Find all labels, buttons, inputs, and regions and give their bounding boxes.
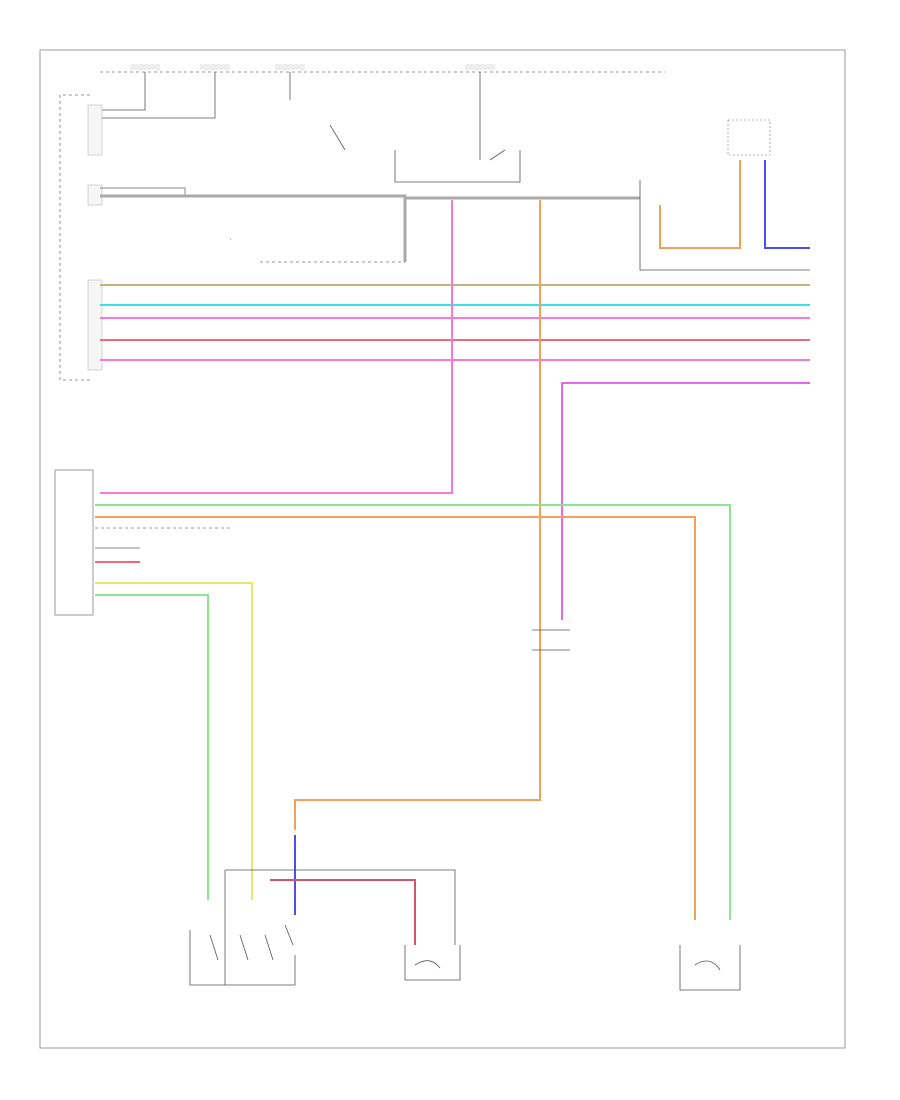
wire-magenta — [561, 382, 810, 620]
left-mirror-motor-symbol — [679, 945, 741, 991]
relay-contact — [329, 124, 346, 151]
right-blue-loop — [764, 160, 810, 249]
relay-switch — [394, 149, 521, 183]
wire-darkred — [270, 879, 416, 945]
junction — [532, 629, 570, 651]
diagram-border — [39, 49, 846, 1049]
wire-pink-switch — [100, 200, 453, 494]
wire-orange-2 — [95, 516, 696, 920]
gray-harness-1 — [100, 187, 186, 196]
fuse-drop-1 — [100, 72, 146, 111]
fuse-labels — [130, 64, 495, 70]
body-ecu-box — [59, 94, 90, 381]
right-mirror-motor-symbol — [189, 924, 296, 986]
wire-green-2 — [95, 594, 209, 900]
svg-text:•: • — [230, 236, 232, 241]
wire-orange-main — [294, 200, 541, 830]
wire-yellow — [95, 582, 253, 900]
fuse-right — [727, 119, 771, 156]
wire-green-1 — [95, 504, 731, 920]
fuse-drop-2 — [100, 72, 216, 119]
right-orange-loop — [659, 160, 741, 249]
gray-harness-2 — [100, 194, 407, 262]
body-ecu-pins — [87, 104, 103, 371]
mirror-switch-box — [54, 469, 94, 616]
right-mirror-heater-symbol — [404, 945, 461, 981]
motor-frame — [224, 869, 456, 985]
right-connector — [639, 180, 810, 271]
